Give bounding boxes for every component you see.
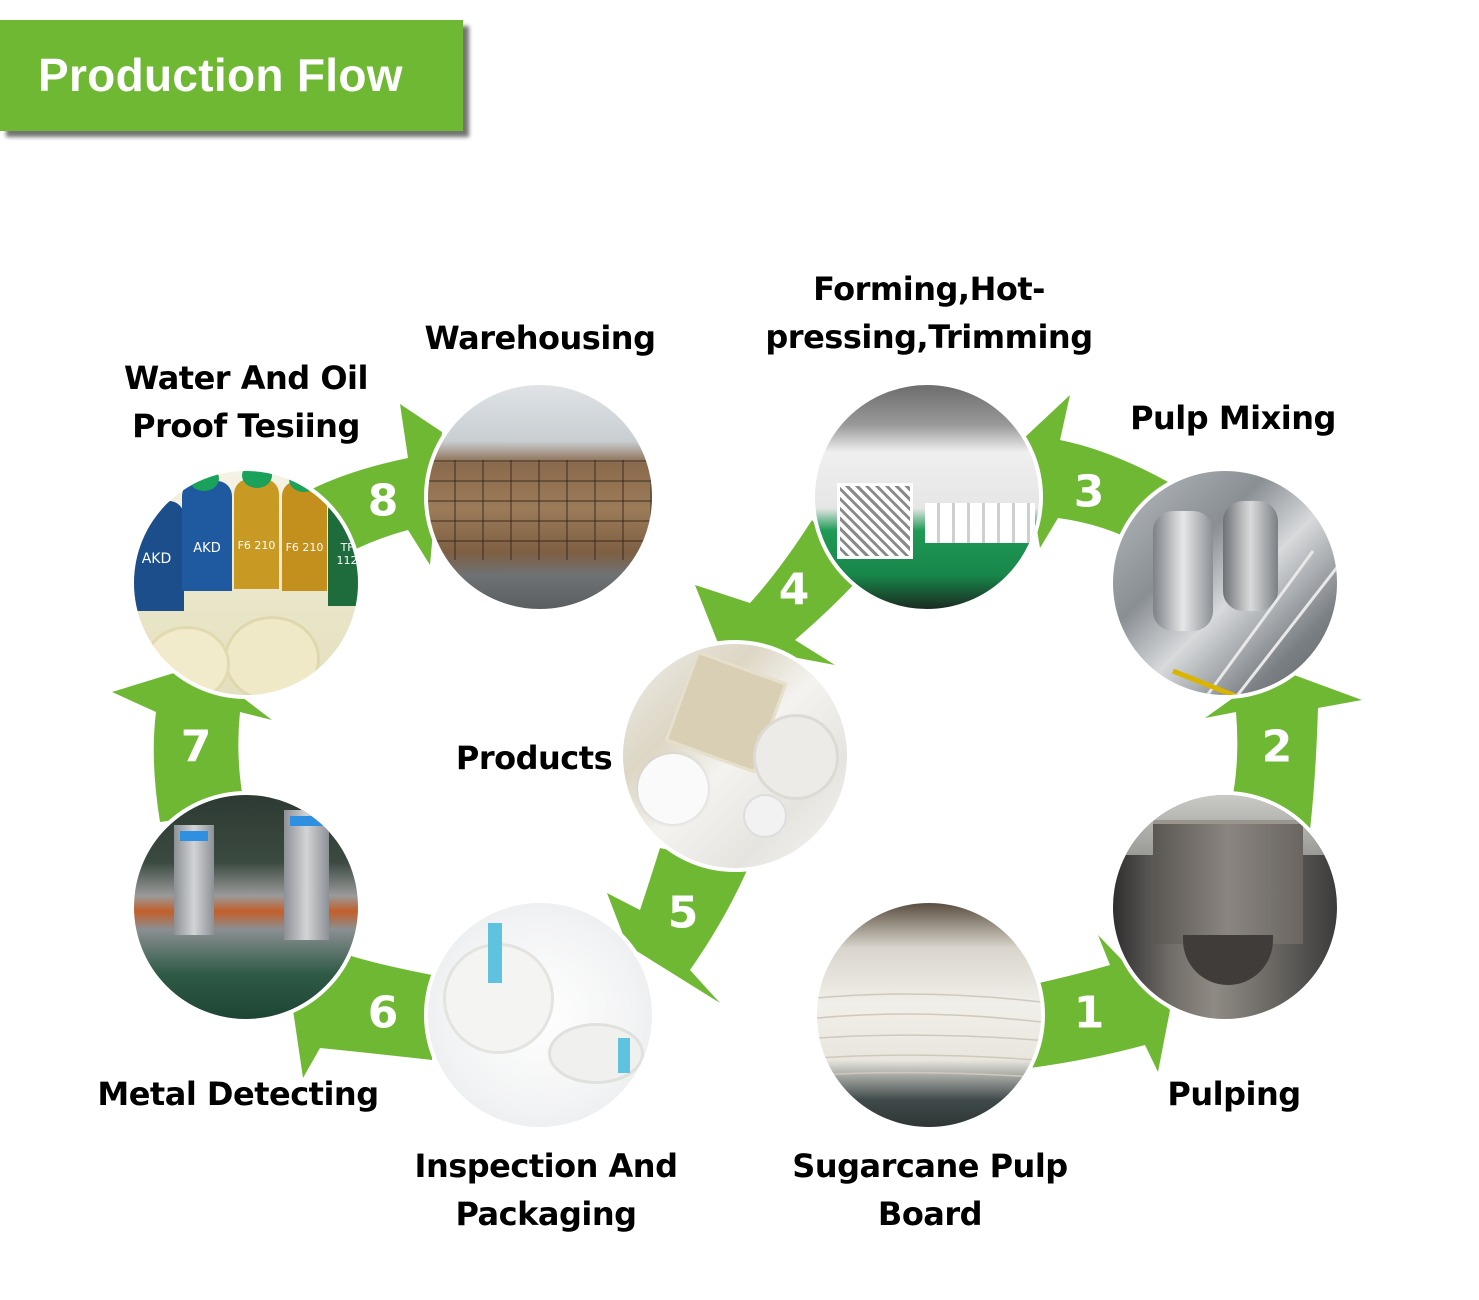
machine-grille <box>837 483 913 559</box>
bottle-cap <box>242 471 272 488</box>
label-line: Metal Detecting <box>97 1075 379 1113</box>
arrow-7 <box>112 665 272 822</box>
pulping-tank-photo <box>1109 791 1341 1023</box>
label-line: Pulping <box>1167 1075 1301 1113</box>
formed-trays <box>925 503 1035 543</box>
tank-body <box>1153 820 1303 944</box>
step-number-6: 6 <box>367 987 399 1039</box>
label-warehousing: Warehousing <box>425 314 656 362</box>
label-line: Board <box>877 1195 983 1233</box>
label-water-oil-testing: Water And Oil Proof Tesiing <box>124 354 368 450</box>
label-metal-detecting: Metal Detecting <box>97 1070 379 1118</box>
arrow-6 <box>293 925 432 1078</box>
bottle-label: F6 210 <box>285 541 324 554</box>
arrow-4 <box>695 520 858 665</box>
tank-cone <box>1183 935 1273 985</box>
label-line: Proof Tesiing <box>132 407 360 445</box>
label-line: Sugarcane Pulp <box>792 1147 1068 1185</box>
step-number-2: 2 <box>1261 721 1293 773</box>
plate <box>144 626 230 695</box>
arrow-2 <box>1205 668 1362 830</box>
label-line: pressing,Trimming <box>765 318 1093 356</box>
label-inspection-packaging: Inspection And Packaging <box>415 1142 678 1238</box>
label-line: Packaging <box>455 1195 637 1233</box>
label-sugarcane-pulp-board: Sugarcane Pulp Board <box>792 1142 1068 1238</box>
bottle-f6-210: F6 210 <box>234 479 279 589</box>
blue-band <box>488 923 502 983</box>
bottle-label: AKD <box>141 551 172 567</box>
paper-stack-graphic <box>817 993 1041 1079</box>
plate <box>753 714 839 800</box>
bowl <box>638 754 708 824</box>
label-pulping: Pulping <box>1167 1070 1301 1118</box>
forming-machine-photo <box>811 381 1043 613</box>
bottle-cap <box>289 471 319 492</box>
label-pulp-mixing: Pulp Mixing <box>1130 394 1336 442</box>
bottle-akd: AKD <box>134 501 184 611</box>
packaged-plates-photo <box>424 899 656 1131</box>
detector-screen <box>290 816 323 826</box>
testing-bottles-photo: AKD AKD F6 210 F6 210 TFS 1125 <box>130 467 362 699</box>
step-number-7: 7 <box>180 721 212 773</box>
step-number-1: 1 <box>1073 987 1105 1039</box>
cup-lid <box>743 794 787 838</box>
bottle-f6-210-2: F6 210 <box>282 481 327 591</box>
step-number-8: 8 <box>367 475 399 527</box>
step-number-4: 4 <box>778 564 810 616</box>
detector-column-right <box>284 810 329 940</box>
plate <box>224 616 320 695</box>
step-number-5: 5 <box>667 887 699 939</box>
metal-detector-photo <box>130 791 362 1023</box>
arrow-5 <box>607 848 748 1003</box>
mixing-tanks-photo <box>1109 467 1341 699</box>
label-line: Inspection And <box>414 1147 678 1185</box>
bottle-akd-2: AKD <box>182 481 232 591</box>
bottle-tfs-1125: TFS 1125 <box>328 496 362 606</box>
box-grid <box>428 460 652 560</box>
blue-band-small <box>618 1038 630 1073</box>
label-line: Pulp Mixing <box>1130 399 1336 437</box>
mixing-tank-left <box>1153 511 1213 631</box>
title-banner: Production Flow <box>0 20 463 131</box>
page-title: Production Flow <box>38 49 403 101</box>
label-line: Forming,Hot- <box>813 270 1045 308</box>
arrow-1 <box>1030 935 1170 1072</box>
products-photo <box>619 640 851 872</box>
detector-column-left <box>174 825 214 935</box>
arrow-3 <box>1022 395 1168 550</box>
label-line: Warehousing <box>424 319 656 357</box>
bottle-label: AKD <box>193 541 221 556</box>
bottle-label: F6 210 <box>237 539 276 552</box>
stairs-graphic <box>1172 550 1337 695</box>
label-forming: Forming,Hot- pressing,Trimming <box>765 265 1093 361</box>
mixing-tank-right <box>1223 501 1278 611</box>
label-products: Products <box>455 734 613 782</box>
label-line: Products <box>455 739 613 777</box>
detector-screen <box>180 831 208 841</box>
label-line: Water And Oil <box>124 359 368 397</box>
bottle-cap <box>189 471 219 491</box>
step-number-3: 3 <box>1073 466 1105 518</box>
warehouse-boxes-photo <box>424 381 656 613</box>
bottle-label: TFS 1125 <box>336 541 362 567</box>
pulp-board-photo <box>813 899 1045 1131</box>
